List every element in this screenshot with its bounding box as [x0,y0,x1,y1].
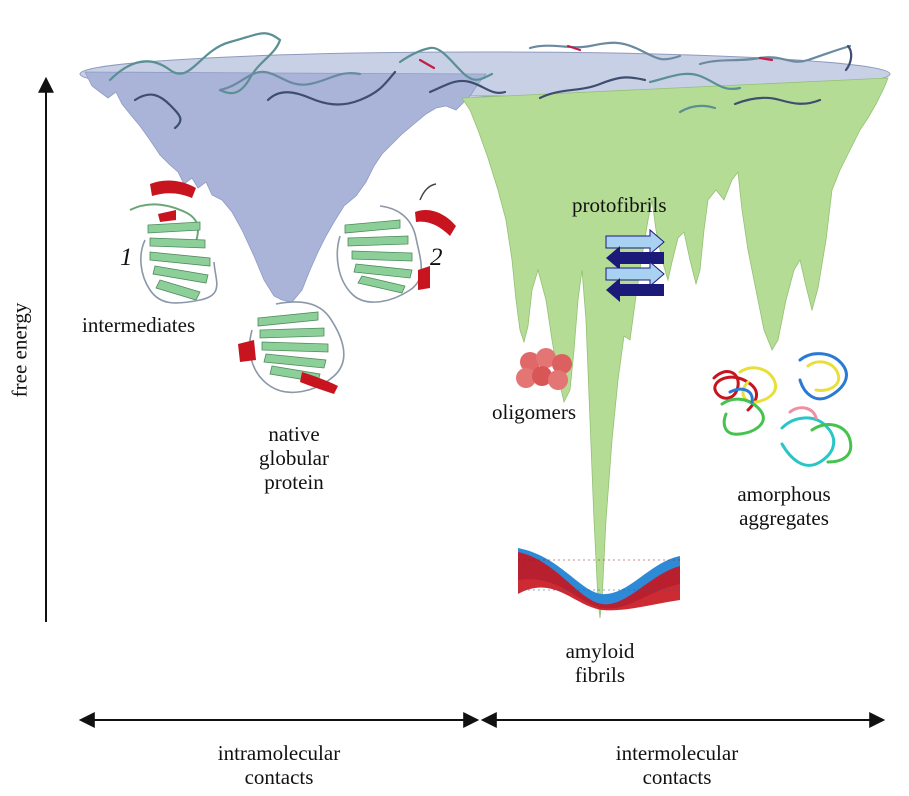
unfolded-chains [108,32,853,130]
intermediate-2-number: 2 [430,244,443,271]
amorphous-aggregates-label: amorphous aggregates [718,482,850,530]
amorphous-line-2: aggregates [739,506,829,530]
intermolecular-line-2: contacts [642,765,712,789]
intramolecular-contacts-label: intramolecular contacts [206,741,352,789]
oligomer-spheres [516,348,572,390]
amyloid-fibrils-label: amyloid fibrils [548,639,652,687]
oligomers-label: oligomers [492,400,576,424]
protofibril-sheets [605,228,665,302]
intramolecular-line-2: contacts [244,765,314,789]
protofibrils-label: protofibrils [572,193,667,217]
intermediates-label: intermediates [82,313,196,337]
intermolecular-line-1: intermolecular [615,741,739,765]
amorphous-aggregate-clusters [712,352,853,467]
free-energy-axis-label: free energy [7,302,32,398]
intermolecular-contacts-label: intermolecular contacts [604,741,750,789]
amyloid-line-1: amyloid [565,639,635,663]
amorphous-line-1: amorphous [737,482,831,506]
native-globular-protein-label: native globular protein [244,422,344,494]
native-line-1: native [268,422,320,446]
native-line-2: globular [259,446,329,470]
intramolecular-line-1: intramolecular [217,741,341,765]
folding-funnel [84,71,487,303]
amyloid-fibril [518,548,680,611]
native-protein [238,301,345,394]
intermediate-2-protein [336,183,456,303]
amyloid-line-2: fibrils [574,663,626,687]
native-line-3: protein [264,470,324,494]
aggregation-funnel [461,77,889,619]
intermediate-1-protein [129,180,218,304]
intermediate-1-number: 1 [120,244,133,271]
